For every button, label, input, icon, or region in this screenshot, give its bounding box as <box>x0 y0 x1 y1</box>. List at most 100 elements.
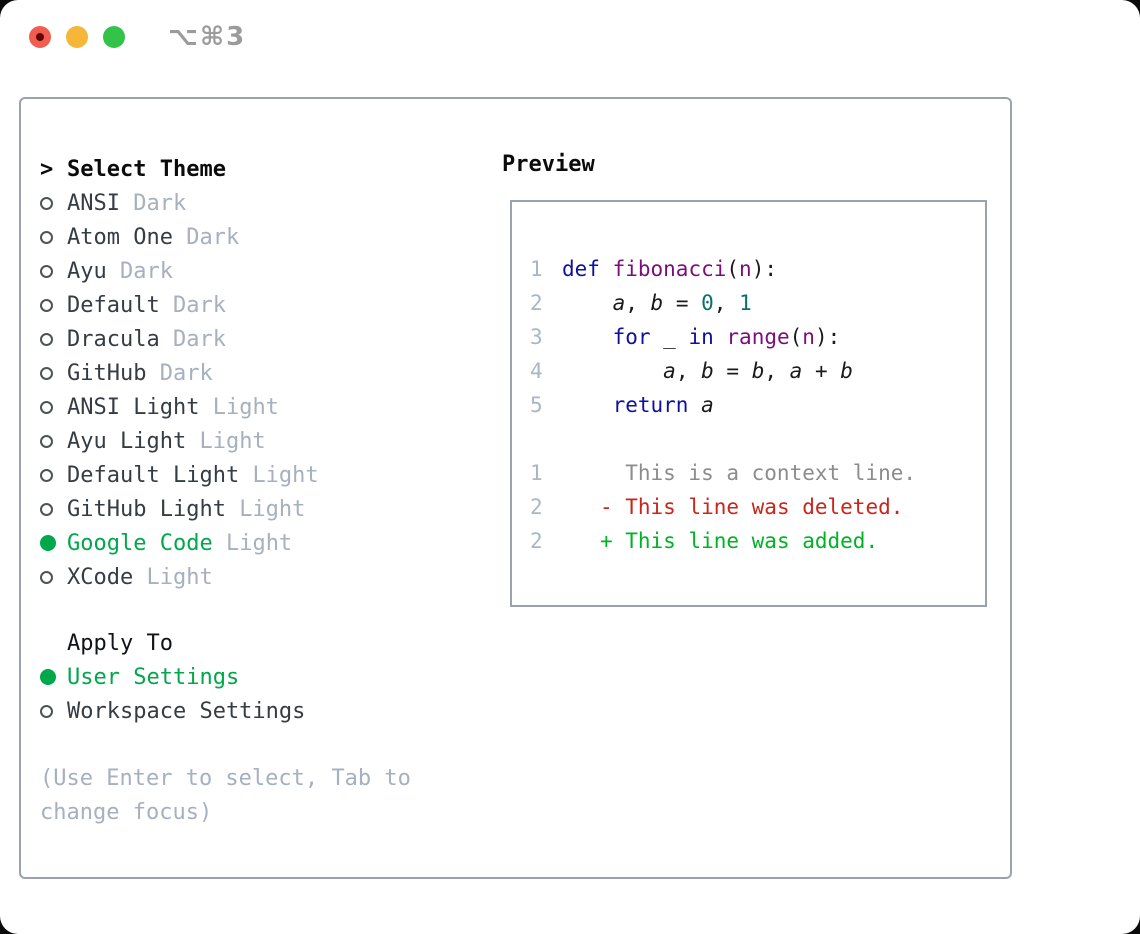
code-token: ( <box>789 325 803 349</box>
radio-icon[interactable] <box>40 366 53 380</box>
code-token <box>714 325 727 349</box>
radio-icon[interactable] <box>40 298 53 312</box>
radio-icon[interactable] <box>40 400 53 414</box>
code-token: , <box>625 291 651 315</box>
code-token: + This line was added. <box>599 529 879 553</box>
code-token <box>562 325 613 349</box>
theme-option[interactable]: XCode Light <box>40 560 319 594</box>
line-content: + This line was added. <box>562 529 878 553</box>
code-token <box>688 393 701 417</box>
theme-variant-label: Light <box>252 462 319 488</box>
close-button[interactable] <box>29 26 51 48</box>
radio-icon[interactable] <box>40 332 53 346</box>
code-token: a <box>701 393 714 417</box>
code-line: 4 a, b = b, a + b <box>530 354 985 388</box>
theme-option[interactable]: ANSI Dark <box>40 186 319 220</box>
theme-name: Ayu Light <box>67 428 200 454</box>
radio-cell <box>40 366 67 380</box>
code-token: b <box>650 291 664 315</box>
prompt-cell: > <box>40 157 67 182</box>
radio-icon[interactable] <box>40 264 53 278</box>
radio-cell <box>40 502 67 516</box>
theme-option[interactable]: Dracula Dark <box>40 322 319 356</box>
theme-option[interactable]: Google Code Light <box>40 526 319 560</box>
code-token: This is a context line. <box>562 461 917 485</box>
theme-option[interactable]: Atom One Dark <box>40 220 319 254</box>
code-token: fibonacci <box>612 257 727 281</box>
radio-icon[interactable] <box>40 570 53 584</box>
zoom-button[interactable] <box>103 26 125 48</box>
code-token: = <box>713 359 752 383</box>
code-token: , <box>713 291 740 315</box>
code-token: ): <box>814 325 841 349</box>
code-token <box>562 529 600 553</box>
line-number: 1 <box>530 461 543 485</box>
code-token: _ <box>650 325 689 349</box>
code-token: = <box>663 291 702 315</box>
radio-cell <box>40 669 67 685</box>
theme-option[interactable]: Default Light Light <box>40 458 319 492</box>
radio-cell <box>40 196 67 210</box>
code-token: def <box>562 257 600 281</box>
radio-selected-icon[interactable] <box>40 535 56 551</box>
line-number: 4 <box>530 359 543 383</box>
line-number: 2 <box>530 529 543 553</box>
line-content: This is a context line. <box>562 461 916 485</box>
code-token: n <box>739 257 752 281</box>
line-number: 2 <box>530 495 543 519</box>
apply-to-header: Apply To <box>40 626 305 660</box>
code-token: + <box>802 359 841 383</box>
code-token: a <box>663 359 676 383</box>
theme-option[interactable]: GitHub Light Light <box>40 492 319 526</box>
prompt-caret: > <box>40 156 54 182</box>
code-token: range <box>726 325 790 349</box>
radio-cell <box>40 298 67 312</box>
radio-icon[interactable] <box>40 434 53 448</box>
code-token: in <box>688 325 714 349</box>
theme-option[interactable]: Ayu Light Light <box>40 424 319 458</box>
code-token: b <box>840 359 853 383</box>
radio-cell <box>40 535 67 551</box>
code-token <box>600 257 613 281</box>
help-hint-text: (Use Enter to select, Tab to change focu… <box>40 766 411 825</box>
apply-to-option[interactable]: User Settings <box>40 660 305 694</box>
radio-icon[interactable] <box>40 704 53 718</box>
theme-variant-label: Light <box>239 496 306 522</box>
line-number: 2 <box>530 291 543 315</box>
theme-name: Default Light <box>67 462 253 488</box>
theme-option[interactable]: Default Dark <box>40 288 319 322</box>
radio-icon[interactable] <box>40 468 53 482</box>
code-token: , <box>764 359 790 383</box>
theme-option[interactable]: Ayu Dark <box>40 254 319 288</box>
theme-option[interactable]: GitHub Dark <box>40 356 319 390</box>
radio-selected-icon[interactable] <box>40 669 56 685</box>
radio-icon[interactable] <box>40 230 53 244</box>
theme-variant-label: Light <box>212 394 279 420</box>
minimize-button[interactable] <box>66 26 88 48</box>
radio-icon[interactable] <box>40 502 53 516</box>
radio-cell <box>40 400 67 414</box>
code-token: 1 <box>739 291 752 315</box>
apply-to-option[interactable]: Workspace Settings <box>40 694 305 728</box>
diff-line: 1 This is a context line. <box>530 456 985 490</box>
theme-list-header: > Select Theme <box>40 152 319 186</box>
line-number: 5 <box>530 393 543 417</box>
theme-variant-label: Light <box>199 428 266 454</box>
radio-cell <box>40 332 67 346</box>
theme-variant-label: Dark <box>119 258 173 284</box>
diff-line: 2 + This line was added. <box>530 524 985 558</box>
code-token: a <box>612 291 626 315</box>
theme-option[interactable]: ANSI Light Light <box>40 390 319 424</box>
code-token <box>562 291 613 315</box>
radio-cell <box>40 704 67 718</box>
code-line: 2 a, b = 0, 1 <box>530 286 985 320</box>
code-token: a <box>789 359 803 383</box>
radio-icon[interactable] <box>40 196 53 210</box>
code-token: for <box>612 325 651 349</box>
